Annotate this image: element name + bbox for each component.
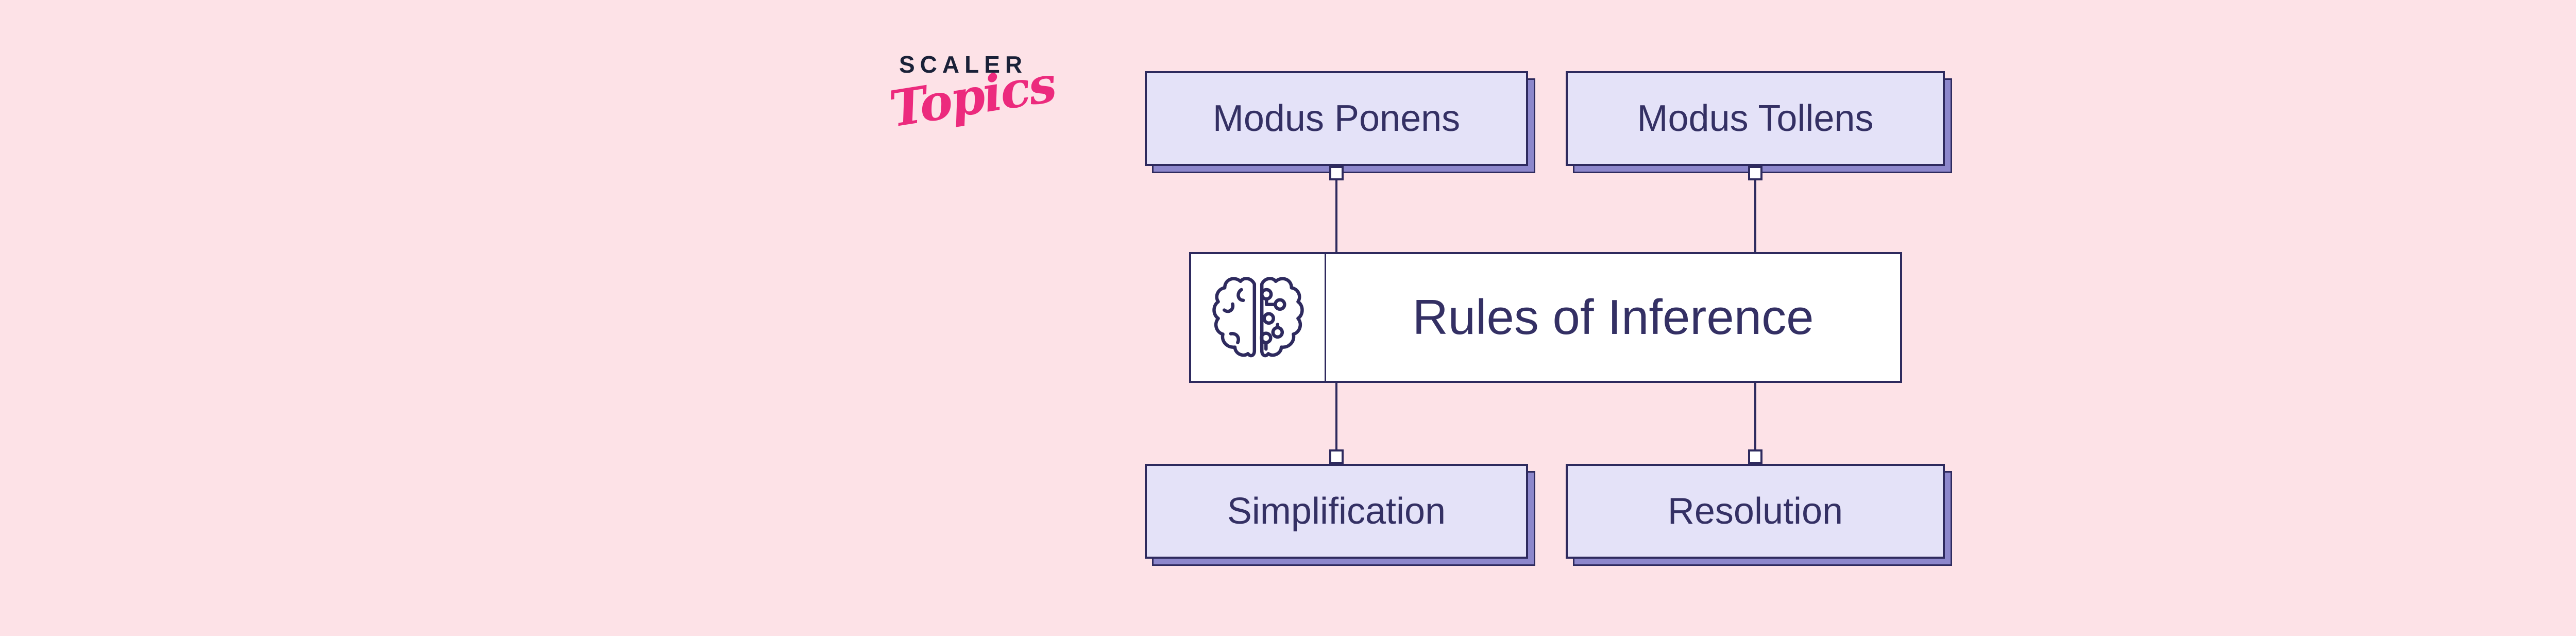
node-resolution: Resolution	[1566, 464, 1952, 566]
connector-line	[1754, 180, 1756, 252]
node-face: Modus Tollens	[1566, 71, 1945, 166]
connector-port	[1329, 449, 1344, 464]
node-simplification: Simplification	[1145, 464, 1535, 566]
connector-line	[1754, 383, 1756, 450]
connector-line	[1335, 383, 1337, 450]
connector-port	[1748, 166, 1762, 180]
icon-panel	[1191, 254, 1326, 381]
node-face: Resolution	[1566, 464, 1945, 559]
connector-port	[1748, 449, 1762, 464]
node-face: Simplification	[1145, 464, 1528, 559]
node-label: Modus Tollens	[1637, 98, 1874, 139]
node-modus-tollens: Modus Tollens	[1566, 71, 1952, 173]
node-modus-ponens: Modus Ponens	[1145, 71, 1535, 173]
connector-port	[1329, 166, 1344, 180]
diagram-title: Rules of Inference	[1412, 290, 1814, 345]
title-panel: Rules of Inference	[1326, 254, 1900, 381]
central-node-rules-of-inference: Rules of Inference	[1189, 252, 1902, 383]
node-label: Resolution	[1667, 491, 1843, 532]
logo-brand-text: SCALER	[899, 51, 1028, 78]
node-face: Modus Ponens	[1145, 71, 1528, 166]
scaler-topics-logo: SCALER Topics	[886, 49, 1059, 163]
connector-line	[1335, 180, 1337, 252]
brain-icon	[1212, 277, 1304, 358]
node-label: Simplification	[1227, 491, 1446, 532]
node-label: Modus Ponens	[1212, 98, 1461, 139]
